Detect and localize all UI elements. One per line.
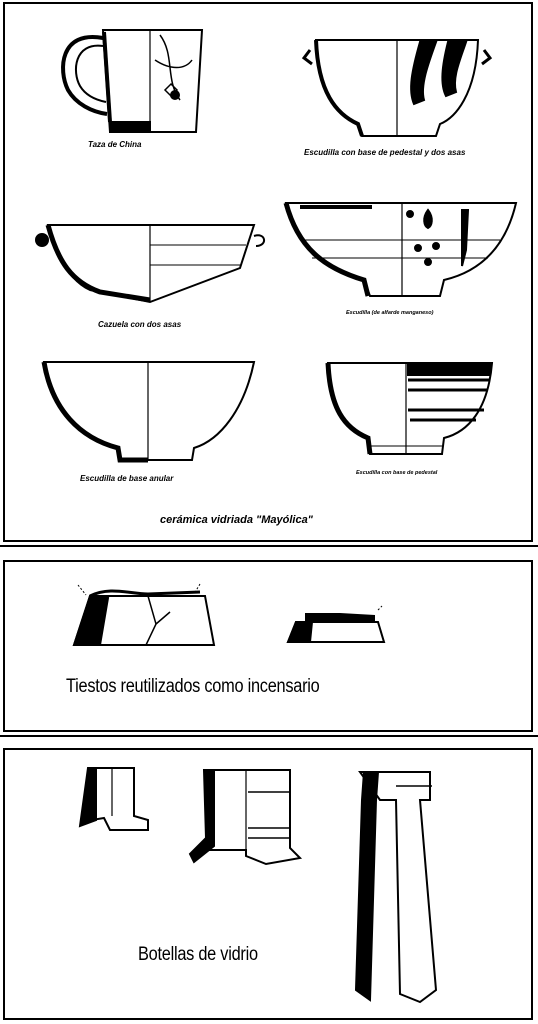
tiestos-drawing bbox=[72, 583, 386, 646]
escudilla-pedestal-asas-drawing bbox=[301, 39, 493, 137]
escudilla-pedestal-drawing bbox=[325, 362, 494, 455]
label-cazuela: Cazuela con dos asas bbox=[98, 320, 182, 329]
label-escudilla-anular: Escudilla de base anular bbox=[80, 474, 174, 483]
botellas-drawing bbox=[78, 767, 438, 1004]
cazuela-drawing bbox=[35, 224, 265, 304]
mayolica-caption: cerámica vidriada "Mayólica" bbox=[160, 514, 313, 526]
escudilla-alfarde-drawing bbox=[283, 202, 518, 297]
botellas-caption: Botellas de vidrio bbox=[138, 944, 258, 965]
separator-line bbox=[0, 735, 538, 737]
label-escudilla-alfarde: Escudilla (de alfarde manganeso) bbox=[346, 310, 434, 316]
botellas-panel bbox=[3, 748, 533, 1020]
label-taza: Taza de China bbox=[88, 140, 142, 149]
label-escudilla-pedestal-asas: Escudilla con base de pedestal y dos asa… bbox=[304, 148, 466, 157]
taza-drawing bbox=[61, 29, 204, 133]
separator-line bbox=[0, 545, 538, 547]
label-escudilla-pedestal: Escudilla con base de pedestal bbox=[356, 470, 438, 476]
escudilla-anular-drawing bbox=[41, 361, 256, 463]
tiestos-caption: Tiestos reutilizados como incensario bbox=[66, 676, 320, 697]
